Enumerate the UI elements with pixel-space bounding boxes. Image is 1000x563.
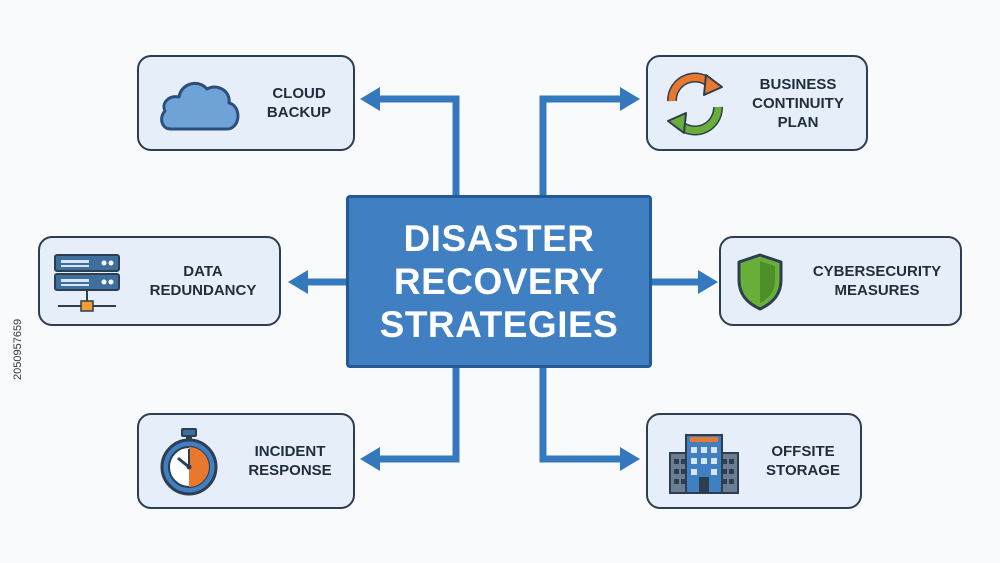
arrowhead-cloud-backup [360,87,380,111]
shield-icon [737,253,783,311]
node-data-redundancy: DATA REDUNDANCY [38,236,281,326]
node-label-line: RESPONSE [248,462,332,479]
arrowhead-business-continuity [620,87,640,111]
server-icon [54,254,120,312]
stopwatch-icon [160,428,218,496]
center-title-line-2: RECOVERY [393,261,605,302]
arrow-to-cloud-backup [378,95,460,195]
node-label-line: REDUNDANCY [149,282,257,299]
node-cybersecurity-measures: CYBERSECURITY MEASURES [719,236,962,326]
node-cloud-backup: CLOUD BACKUP [137,55,355,151]
arrowhead-cybersecurity [698,270,718,294]
node-label-line: CLOUD [272,85,326,102]
arrow-to-business-continuity [539,95,622,195]
node-label-line: STORAGE [766,462,840,479]
arrowhead-incident-response [360,447,380,471]
arrowhead-data-redundancy [288,270,308,294]
building-icon [669,434,739,494]
node-label-line: DATA [183,263,223,280]
stock-image-id: 2050957659 [12,318,24,380]
node-label-line: MEASURES [834,282,920,299]
cloud-icon [160,81,240,131]
node-label-line: CONTINUITY [752,94,844,112]
node-incident-response: INCIDENT RESPONSE [137,413,355,509]
arrowhead-offsite-storage [620,447,640,471]
node-label-line: PLAN [777,113,819,131]
node-label-line: BACKUP [266,104,332,121]
arrow-to-incident-response [378,368,460,463]
node-label-line: INCIDENT [254,443,326,460]
node-label-line: BUSINESS [759,75,837,93]
arrow-to-offsite-storage [539,368,622,463]
node-business-continuity-plan: BUSINESS CONTINUITY PLAN [646,55,868,151]
center-title-box: DISASTER RECOVERY STRATEGIES [346,195,652,368]
node-label-line: OFFSITE [771,443,835,460]
center-title-line-3: STRATEGIES [379,304,619,345]
center-title-line-1: DISASTER [403,218,595,259]
node-label-line: CYBERSECURITY [812,263,942,280]
refresh-cycle-icon [666,72,724,136]
node-offsite-storage: OFFSITE STORAGE [646,413,862,509]
